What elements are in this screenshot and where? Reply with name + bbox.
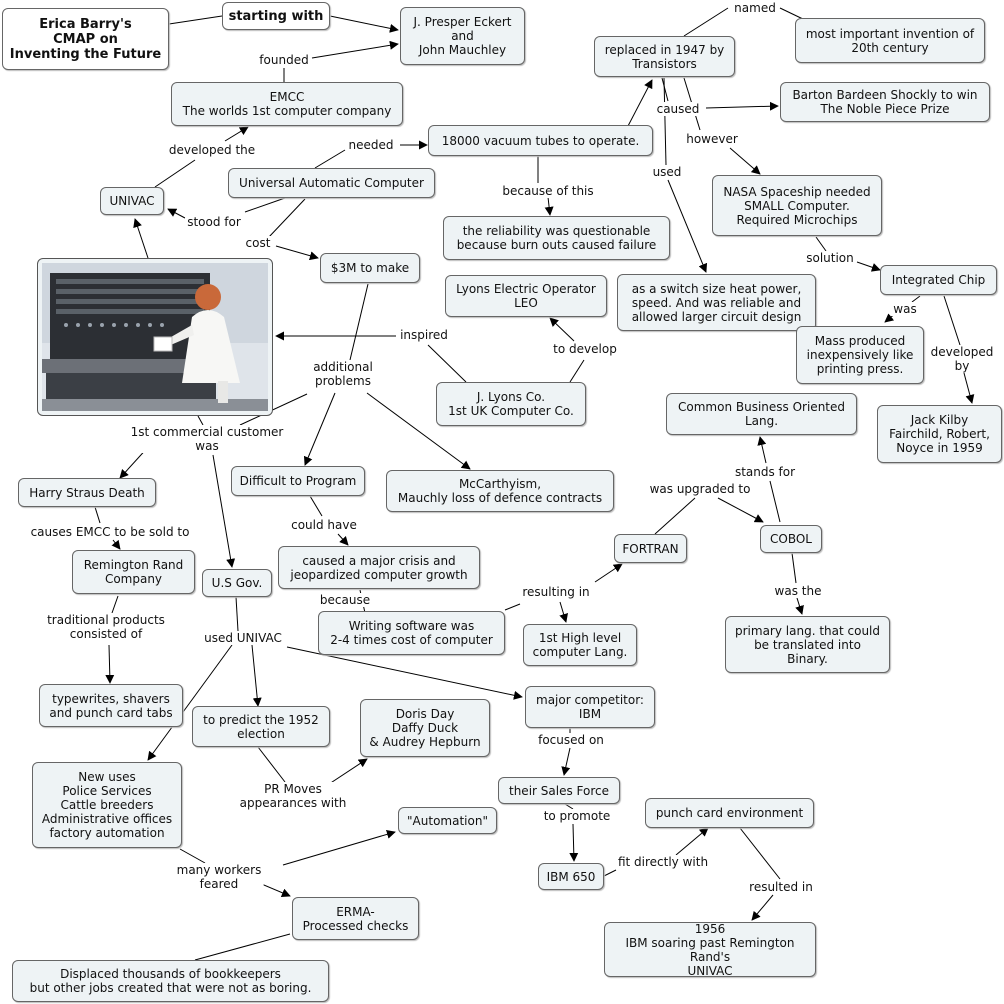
ibm-650-node[interactable]: IBM 650 [538,863,604,890]
label-could-have: could have [289,518,359,532]
predict-election-node[interactable]: to predict the 1952 election [192,706,330,747]
label-used-univac: used UNIVAC [202,631,284,645]
label-pr-moves: PR Moves appearances with [237,782,349,810]
label-needed: needed [346,138,396,152]
label-because: because [317,593,373,607]
lyons-leo-node[interactable]: Lyons Electric Operator LEO [445,275,607,317]
label-resulted-in: resulted in [747,880,815,894]
fortran-node[interactable]: FORTRAN [614,534,687,563]
new-uses-node[interactable]: New uses Police Services Cattle breeders… [32,762,182,848]
typewriters-node[interactable]: typewrites, shavers and punch card tabs [39,684,183,727]
starting-with-node[interactable]: starting with [222,2,330,30]
ibm-soaring-node[interactable]: 1956 IBM soaring past Remington Rand's U… [604,922,816,978]
first-high-level-node[interactable]: 1st High level computer Lang. [523,624,637,666]
universal-automatic-computer-node[interactable]: Universal Automatic Computer [228,168,435,198]
label-caused: caused [654,102,702,116]
univac-computer-photo-icon [42,263,268,411]
remington-rand-node[interactable]: Remington Rand Company [72,550,195,594]
automation-node[interactable]: "Automation" [398,807,497,834]
univac-node[interactable]: UNIVAC [100,187,164,215]
univac-photo[interactable] [37,258,273,416]
label-inspired: inspired [398,328,450,342]
most-important-node[interactable]: most important invention of 20th century [795,18,985,63]
label-cost: cost [243,236,273,250]
label-many-workers-feared: many workers feared [174,863,264,891]
label-stood-for: stood for [185,215,243,229]
label-founded: founded [257,53,311,67]
label-focused-on: focused on [536,733,606,747]
label-developed-by: developed by [928,345,996,373]
label-fit-directly-with: fit directly with [615,855,711,869]
primary-lang-node[interactable]: primary lang. that could be translated i… [725,616,890,673]
label-additional-problems: additional problems [311,360,375,388]
ibm-competitor-node[interactable]: major competitor: IBM [525,686,655,728]
mccarthyism-node[interactable]: McCarthyism, Mauchly loss of defence con… [386,470,614,512]
cobol-meaning-node[interactable]: Common Business Oriented Lang. [666,393,857,435]
label-first-commercial-customer: 1st commercial customer was [128,425,286,453]
label-however: however [684,132,740,146]
label-because-of-this: because of this [500,184,596,198]
label-to-develop: to develop [551,342,619,356]
label-to-promote: to promote [541,809,613,823]
lyons-co-node[interactable]: J. Lyons Co. 1st UK Computer Co. [436,382,586,426]
major-crisis-node[interactable]: caused a major crisis and jeopardized co… [278,546,480,589]
label-was-the: was the [772,584,824,598]
label-developed-the: developed the [166,143,258,157]
label-was-upgraded-to: was upgraded to [647,482,753,496]
harry-straus-node[interactable]: Harry Straus Death [18,478,156,507]
jack-kilby-node[interactable]: Jack Kilby Fairchild, Robert, Noyce in 1… [877,405,1002,463]
label-used: used [650,165,684,179]
label-solution: solution [804,251,856,265]
label-resulting-in: resulting in [520,585,592,599]
label-causes-emcc-sold: causes EMCC to be sold to [28,525,192,539]
sales-force-node[interactable]: their Sales Force [498,777,620,804]
punch-card-node[interactable]: punch card environment [645,798,814,828]
label-named: named [732,1,778,15]
doris-day-node[interactable]: Doris Day Daffy Duck & Audrey Hepburn [360,699,490,757]
three-million-node[interactable]: $3M to make [320,253,420,283]
integrated-chip-node[interactable]: Integrated Chip [880,265,997,295]
vacuum-tubes-node[interactable]: 18000 vacuum tubes to operate. [428,125,653,156]
writing-software-node[interactable]: Writing software was 2-4 times cost of c… [318,611,505,655]
bardeen-node[interactable]: Barton Bardeen Shockly to win The Noble … [780,82,990,122]
erma-node[interactable]: ERMA- Processed checks [292,897,419,940]
eckert-mauchley-node[interactable]: J. Presper Eckert and John Mauchley [400,7,525,65]
label-stands-for: stands for [732,465,798,479]
label-was: was [891,302,919,316]
title-node[interactable]: Erica Barry's CMAP on Inventing the Futu… [2,8,169,70]
transistors-node[interactable]: replaced in 1947 by Transistors [594,36,735,77]
cobol-node[interactable]: COBOL [760,525,822,553]
nasa-node[interactable]: NASA Spaceship needed SMALL Computer. Re… [712,175,882,236]
reliability-node[interactable]: the reliability was questionable because… [443,216,670,260]
emcc-node[interactable]: EMCC The worlds 1st computer company [171,82,403,126]
label-traditional-products: traditional products consisted of [45,613,167,641]
difficult-to-program-node[interactable]: Difficult to Program [231,466,365,496]
switch-node[interactable]: as a switch size heat power, speed. And … [617,274,816,331]
us-gov-node[interactable]: U.S Gov. [202,569,272,597]
mass-produced-node[interactable]: Mass produced inexpensively like printin… [796,326,924,384]
displaced-node[interactable]: Displaced thousands of bookkeepers but o… [12,960,329,1002]
